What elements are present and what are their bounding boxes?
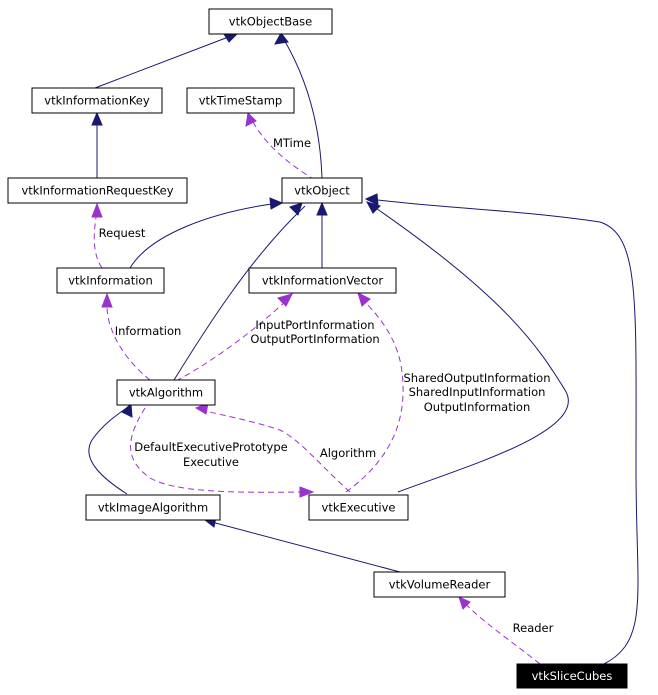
member-edges xyxy=(91,111,541,665)
node-vtkslicecubes[interactable]: vtkSliceCubes xyxy=(516,663,628,689)
edge-labels: MTime Request Information InputPortInfor… xyxy=(99,136,554,635)
svg-text:vtkInformation: vtkInformation xyxy=(68,274,153,288)
edge-label-request: Request xyxy=(99,226,146,240)
svg-text:vtkSliceCubes: vtkSliceCubes xyxy=(532,669,613,683)
svg-text:vtkExecutive: vtkExecutive xyxy=(322,501,396,515)
arrowhead-shared xyxy=(357,292,371,307)
arrowhead-objectbase-left xyxy=(223,33,239,43)
edge-label-sharedoutput: SharedOutputInformation xyxy=(403,371,550,385)
edge-reader xyxy=(463,601,541,665)
inheritance-edges xyxy=(88,32,639,665)
edge-label-reader: Reader xyxy=(513,621,554,635)
node-vtkinformationvector[interactable]: vtkInformationVector xyxy=(248,267,397,294)
arrowhead-object-from-vector xyxy=(316,201,328,216)
node-vtkobjectbase[interactable]: vtkObjectBase xyxy=(208,8,333,35)
node-vtkimagealgorithm[interactable]: vtkImageAlgorithm xyxy=(85,494,221,521)
edge-information xyxy=(106,299,151,381)
edge-label-outputinfo: OutputInformation xyxy=(424,400,531,414)
edge-algorithm xyxy=(201,409,351,493)
svg-text:vtkImageAlgorithm: vtkImageAlgorithm xyxy=(98,501,208,515)
nodes: vtkObjectBase vtkInformationKey vtkTimeS… xyxy=(7,8,628,689)
arrowhead-algorithm xyxy=(121,402,133,418)
arrowhead-object-from-algorithm xyxy=(289,202,303,216)
edge-imagealgorithm-to-algorithm xyxy=(88,406,129,495)
arrowhead-objectbase-right xyxy=(274,32,289,45)
svg-text:vtkTimeStamp: vtkTimeStamp xyxy=(199,94,282,108)
arrowhead-object-from-executive xyxy=(365,201,381,214)
arrowhead-information xyxy=(101,292,113,308)
svg-text:vtkInformationKey: vtkInformationKey xyxy=(44,94,150,108)
node-vtkinformation[interactable]: vtkInformation xyxy=(56,267,165,294)
svg-text:vtkInformationRequestKey: vtkInformationRequestKey xyxy=(21,184,173,198)
edge-inputport xyxy=(175,298,289,382)
arrowhead-defexec xyxy=(299,486,315,498)
edge-label-defaultexecutive: DefaultExecutivePrototype xyxy=(134,440,288,454)
edge-object-to-objectbase xyxy=(282,37,323,179)
edge-executive-to-object xyxy=(369,203,569,493)
arrowhead-request xyxy=(91,202,103,218)
edge-label-inputport: InputPortInformation xyxy=(255,318,374,332)
edge-shared xyxy=(345,298,404,493)
node-vtktimestamp[interactable]: vtkTimeStamp xyxy=(186,87,295,114)
node-vtkobject[interactable]: vtkObject xyxy=(281,177,363,204)
node-vtkexecutive[interactable]: vtkExecutive xyxy=(308,494,409,521)
edge-information-to-object xyxy=(129,202,280,269)
arrowhead-reader xyxy=(458,596,471,610)
node-vtkvolumereader[interactable]: vtkVolumeReader xyxy=(373,571,506,598)
edge-label-algorithm: Algorithm xyxy=(320,446,376,460)
edge-slicecubes-to-object xyxy=(369,198,639,665)
svg-text:vtkAlgorithm: vtkAlgorithm xyxy=(129,386,203,400)
edge-label-mtime: MTime xyxy=(273,136,311,150)
edge-label-information: Information xyxy=(115,324,182,338)
node-vtkinformationkey[interactable]: vtkInformationKey xyxy=(31,87,163,114)
node-vtkalgorithm[interactable]: vtkAlgorithm xyxy=(116,379,216,406)
svg-text:vtkObject: vtkObject xyxy=(294,184,350,198)
arrowhead-mtime xyxy=(245,111,257,127)
svg-text:vtkObjectBase: vtkObjectBase xyxy=(229,15,312,29)
edge-label-executive: Executive xyxy=(183,455,239,469)
arrowhead-object-from-slicecubes xyxy=(364,193,379,206)
edge-defexec xyxy=(130,407,301,493)
edge-label-outputport: OutputPortInformation xyxy=(250,332,379,346)
edge-algorithm-to-object xyxy=(173,205,306,381)
arrowhead-object-from-information xyxy=(269,197,284,210)
svg-text:vtkVolumeReader: vtkVolumeReader xyxy=(389,578,491,592)
node-vtkinformationrequestkey[interactable]: vtkInformationRequestKey xyxy=(7,177,188,204)
edge-informationkey-to-objectbase xyxy=(94,35,232,89)
arrowhead-inputport xyxy=(277,293,293,307)
edge-volumereader-to-imagealgorithm xyxy=(207,520,401,573)
edge-mtime xyxy=(251,119,316,181)
arrowhead-informationkey xyxy=(91,111,103,126)
svg-text:vtkInformationVector: vtkInformationVector xyxy=(262,274,383,288)
edge-label-sharedinput: SharedInputInformation xyxy=(409,385,546,399)
